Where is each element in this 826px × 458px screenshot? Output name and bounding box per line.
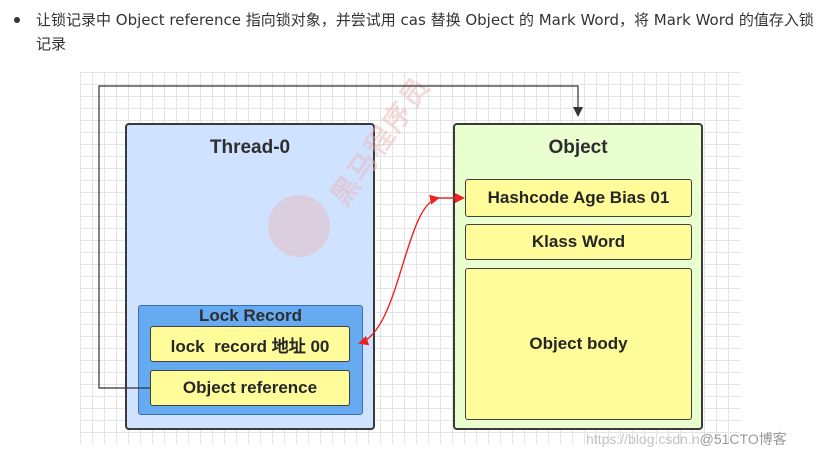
thread-title: Thread-0 <box>209 137 291 158</box>
lock-record-title: Lock Record <box>199 306 302 325</box>
object-reference-field: Object reference <box>150 370 350 406</box>
instruction-text: 让锁记录中 Object reference 指向锁对象，并尝试用 cas 替换… <box>36 11 814 53</box>
bullet-dot-icon <box>14 17 20 23</box>
instruction-bullet: 让锁记录中 Object reference 指向锁对象，并尝试用 cas 替换… <box>12 8 818 56</box>
footer-url: https://blog.csdn.n <box>586 431 700 447</box>
footer-brand: @51CTO博客 <box>699 431 787 447</box>
klass-word-field: Klass Word <box>465 224 692 260</box>
lock-record-address-field: lock record 地址 00 <box>150 326 350 362</box>
object-title: Object <box>548 137 608 158</box>
object-body-field: Object body <box>465 268 692 420</box>
mark-word-field: Hashcode Age Bias 01 <box>465 179 692 217</box>
footer-watermark: https://blog.csdn.n@51CTO博客 <box>586 429 787 449</box>
